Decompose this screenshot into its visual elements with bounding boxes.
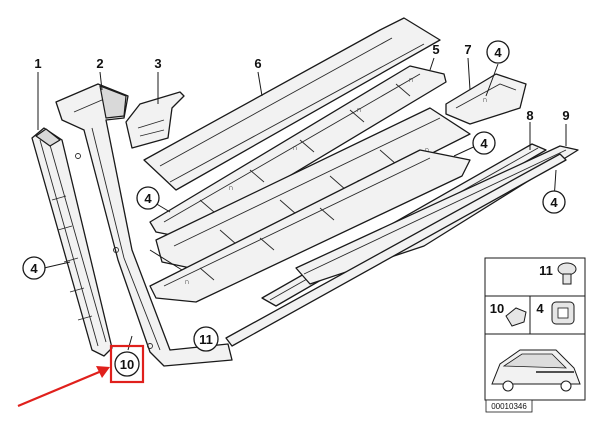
fastener-inset: 11 10 4: [484, 257, 586, 401]
svg-text:4: 4: [144, 191, 152, 206]
part-6-upper-trim: [143, 17, 441, 191]
part-5-trim-panel: ∩ ∩ ∩ ∩: [149, 65, 447, 239]
svg-text:∩: ∩: [424, 145, 430, 154]
sill-panel-lower: ∩: [149, 149, 471, 303]
callout-10-highlighted: 10: [109, 344, 145, 384]
svg-text:∩: ∩: [408, 75, 414, 84]
svg-text:00010346: 00010346: [491, 402, 527, 411]
label-part-3: 3: [154, 56, 161, 71]
part-9-sill-strip: [295, 145, 579, 285]
callout-4-group: 4 4 4 4 4: [22, 40, 566, 280]
label-part-7: 7: [464, 42, 471, 57]
part-1-seal-strip: [31, 127, 113, 357]
clip-4-icon: [551, 301, 575, 325]
svg-text:∩: ∩: [356, 105, 362, 114]
callout-4-far-right: 4: [542, 190, 566, 214]
callout-4-left-lower: 4: [22, 256, 46, 280]
inset-label-10: 10: [490, 301, 504, 316]
svg-text:∩: ∩: [292, 143, 298, 152]
part-3-bracket: [125, 91, 185, 149]
callout-4-middle-right: 4: [472, 131, 496, 155]
clip-11-icon: [557, 262, 577, 285]
part-number-labels: 1 2 3 6 5 7 8 9: [34, 42, 569, 123]
svg-text:∩: ∩: [228, 183, 234, 192]
svg-text:4: 4: [480, 136, 488, 151]
label-part-1: 1: [34, 56, 41, 71]
svg-text:11: 11: [199, 332, 213, 347]
reference-code-label: 00010346: [485, 399, 533, 413]
svg-text:4: 4: [30, 261, 38, 276]
svg-text:∩: ∩: [482, 95, 488, 104]
callout-11: 11: [193, 326, 219, 352]
svg-text:4: 4: [550, 195, 558, 210]
inset-label-11: 11: [539, 263, 553, 278]
label-part-9: 9: [562, 108, 569, 123]
red-arrow: [17, 366, 110, 408]
callout-4-left-upper: 4: [136, 186, 160, 210]
svg-text:10: 10: [120, 357, 134, 372]
label-part-5: 5: [432, 42, 439, 57]
highlight-box: [109, 344, 145, 384]
car-icon: [491, 349, 581, 392]
label-part-8: 8: [526, 108, 533, 123]
callout-4-top-right: 4: [486, 40, 510, 64]
part-7-end-piece: ∩: [445, 73, 527, 125]
svg-text:4: 4: [494, 45, 502, 60]
label-part-2: 2: [96, 56, 103, 71]
inset-label-4: 4: [536, 301, 544, 316]
svg-text:∩: ∩: [184, 277, 190, 286]
clip-10-icon: [505, 307, 527, 327]
label-part-6: 6: [254, 56, 261, 71]
part-2-pillar-trim: [55, 83, 233, 367]
bottom-strip: [225, 153, 567, 347]
